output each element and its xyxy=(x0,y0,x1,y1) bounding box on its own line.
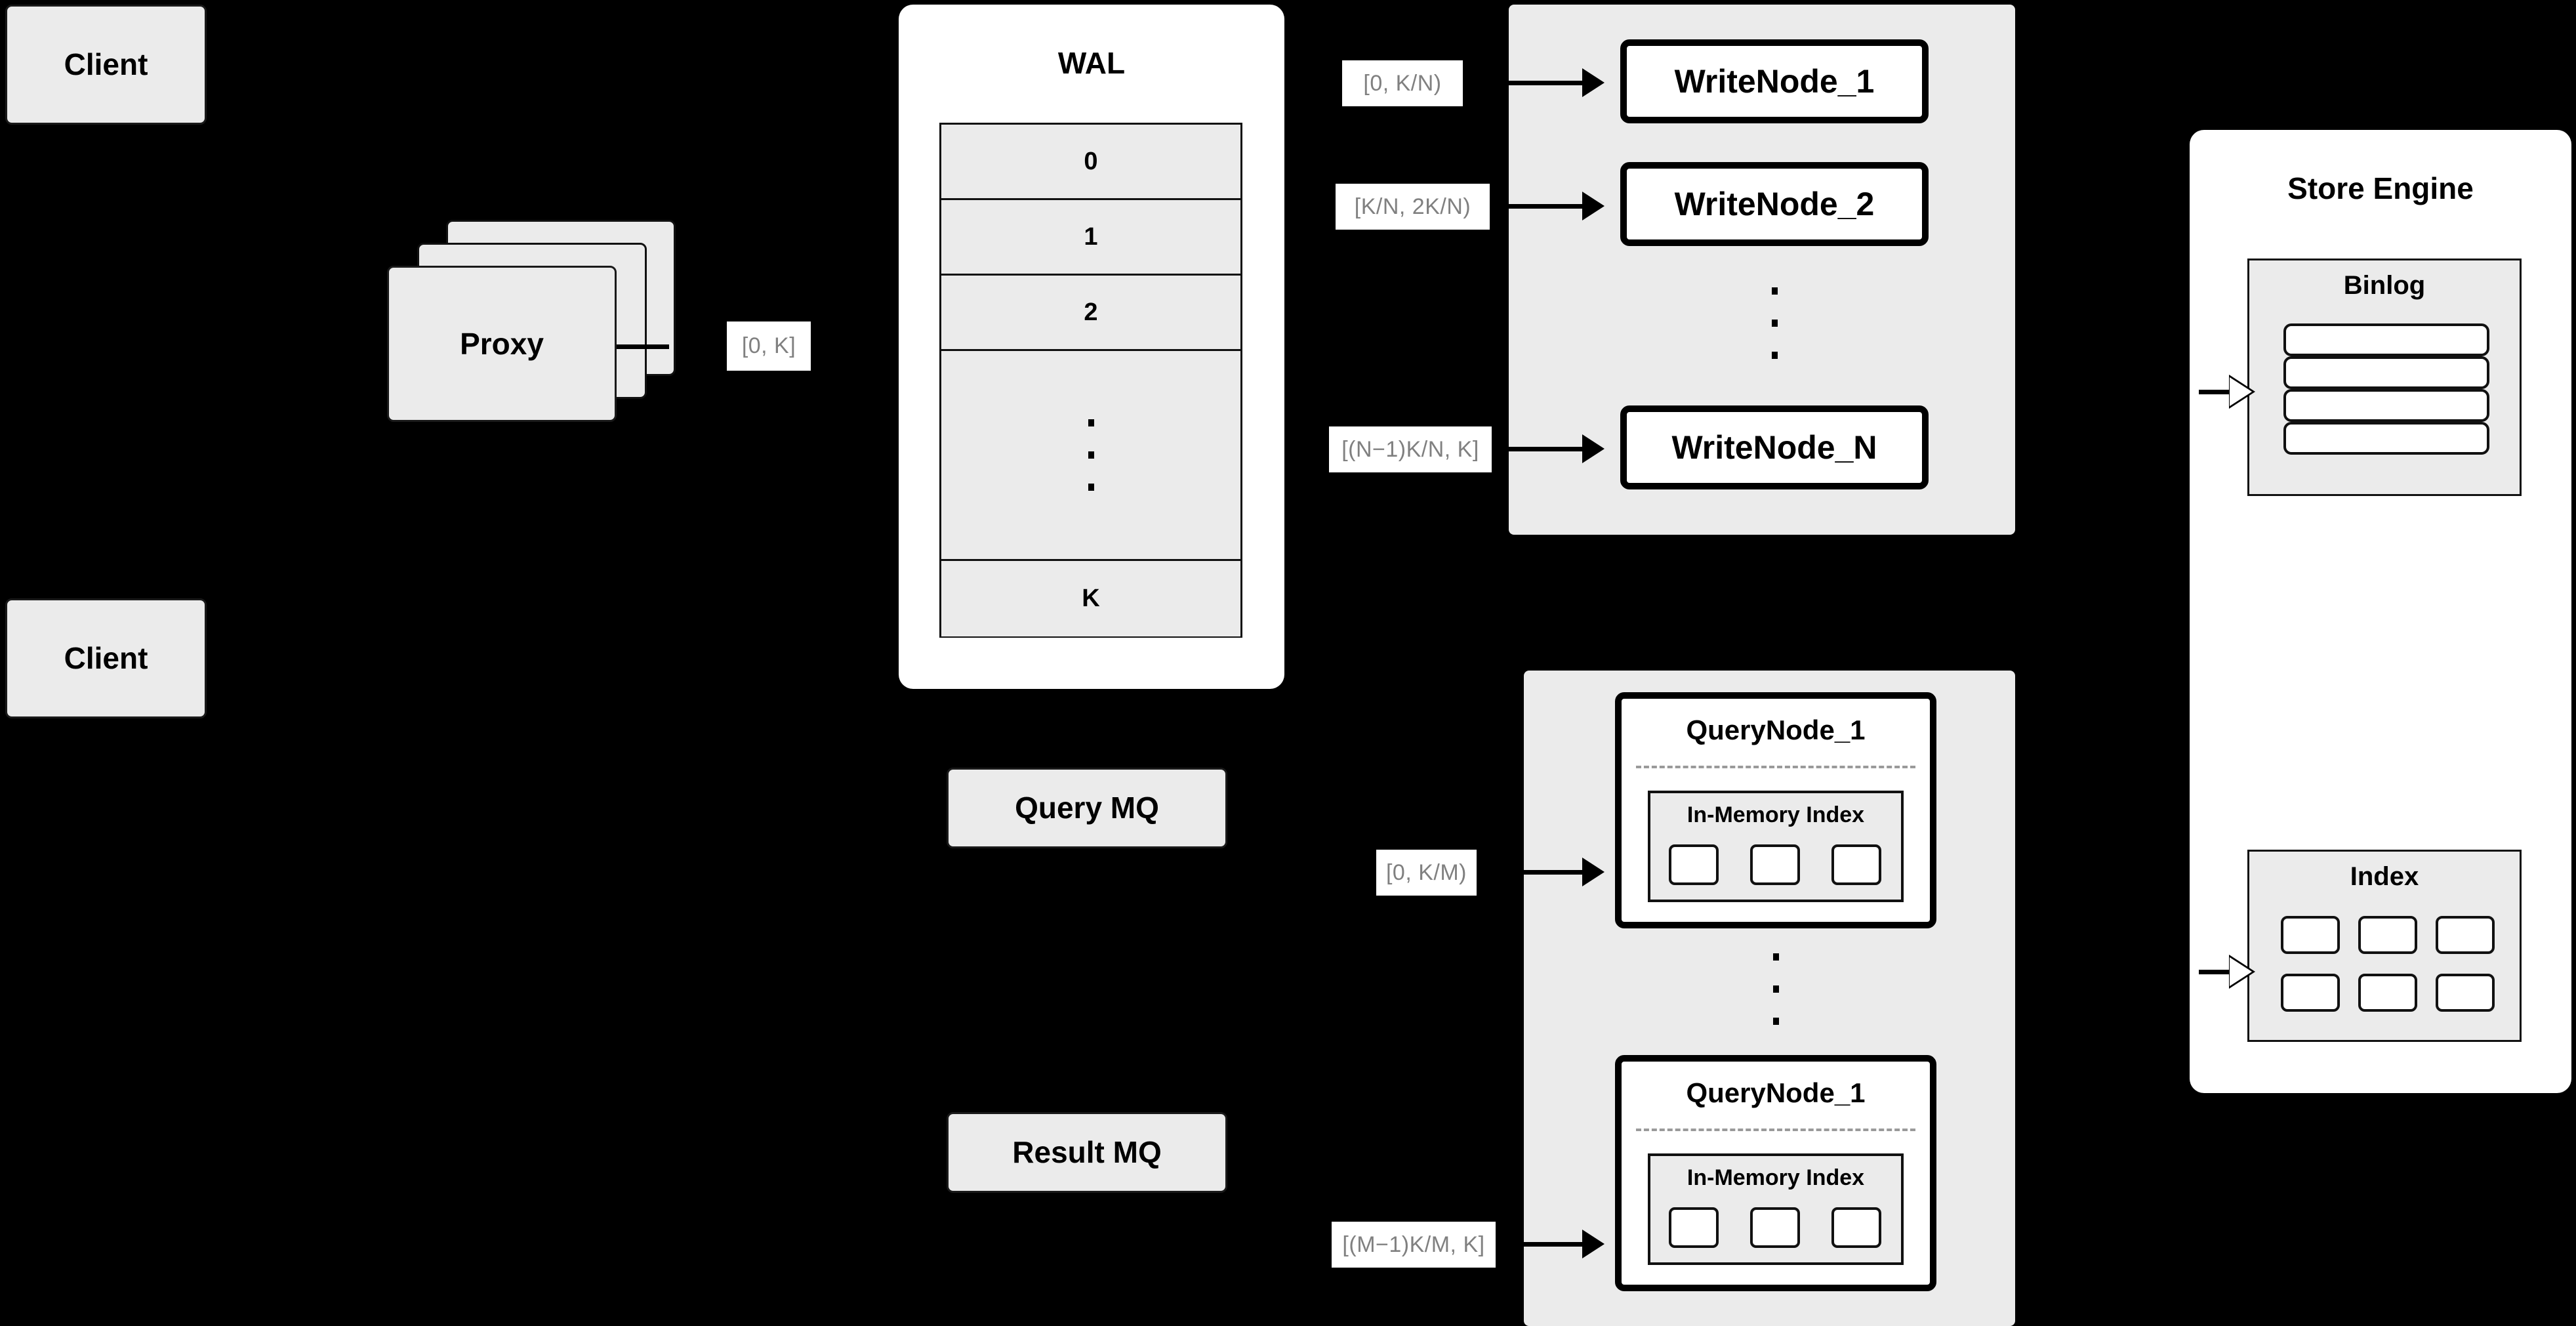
result-mq-node[interactable]: Result MQ xyxy=(947,1112,1227,1193)
binlog-entry-row[interactable] xyxy=(2283,422,2489,455)
arrow-to-binlog xyxy=(2199,390,2238,394)
binlog-entry-row[interactable] xyxy=(2283,389,2489,422)
writenode-2[interactable]: WriteNode_2 xyxy=(1620,162,1929,246)
index-title: Index xyxy=(2350,862,2419,891)
index-cell[interactable] xyxy=(2358,916,2417,954)
index-cell[interactable] xyxy=(1669,1207,1719,1248)
arrow-to-writenode-n xyxy=(1501,447,1589,451)
index-cell[interactable] xyxy=(1831,1207,1881,1248)
vertical-ellipsis-icon xyxy=(1088,419,1094,491)
client-node-2-label: Client xyxy=(64,641,148,676)
result-mq-label: Result MQ xyxy=(1012,1135,1162,1170)
store-engine-title: Store Engine xyxy=(2287,171,2474,205)
wal-row-label: 2 xyxy=(1084,298,1098,326)
arrow-head-querynode-m-icon xyxy=(1582,1230,1605,1258)
store-engine-panel: Store Engine Binlog Index xyxy=(2190,130,2571,1093)
binlog-entry-row[interactable] xyxy=(2283,356,2489,389)
wal-panel: WAL 0 1 2 K xyxy=(899,5,1284,689)
arrow-head-writenode-2-icon xyxy=(1582,192,1605,220)
wal-title: WAL xyxy=(1057,46,1126,80)
query-cluster-ellipsis-icon xyxy=(1766,942,1786,1037)
index-cell[interactable] xyxy=(2436,974,2495,1012)
querynode-1-range-label: [0, K/M) xyxy=(1376,850,1477,896)
index-cell[interactable] xyxy=(2436,916,2495,954)
querynode-1[interactable]: QueryNode_1 In-Memory Index xyxy=(1615,692,1936,928)
wal-entry-table: 0 1 2 K xyxy=(939,123,1242,638)
proxy-node[interactable]: Proxy xyxy=(387,266,617,422)
index-cell[interactable] xyxy=(1831,844,1881,885)
querynode-m-in-memory-index: In-Memory Index xyxy=(1648,1153,1904,1265)
proxy-output-range-label: [0, K] xyxy=(727,321,811,371)
querynode-1-in-memory-index-title: In-Memory Index xyxy=(1687,802,1865,827)
index-group: Index xyxy=(2247,850,2522,1042)
binlog-group: Binlog xyxy=(2247,259,2522,496)
arrow-to-writenode-2 xyxy=(1509,204,1589,209)
arrow-to-querynode-1 xyxy=(1492,870,1589,875)
index-cell[interactable] xyxy=(1750,1207,1800,1248)
writenode-2-range-label: [K/N, 2K/N) xyxy=(1336,184,1490,230)
wal-row[interactable]: K xyxy=(941,561,1240,636)
index-cell[interactable] xyxy=(2281,916,2340,954)
writenode-1-label: WriteNode_1 xyxy=(1674,63,1875,100)
writenode-n-label: WriteNode_N xyxy=(1671,429,1877,466)
index-cell[interactable] xyxy=(2281,974,2340,1012)
querynode-m-range-label: [(M−1)K/M, K] xyxy=(1332,1222,1496,1268)
arrow-head-binlog-icon xyxy=(2230,377,2252,406)
querynode-m-in-memory-index-title: In-Memory Index xyxy=(1687,1165,1865,1190)
wal-row[interactable]: 0 xyxy=(941,125,1240,200)
client-node-1-label: Client xyxy=(64,47,148,82)
client-node-1[interactable]: Client xyxy=(5,5,207,125)
arrow-head-writenode-n-icon xyxy=(1582,434,1605,463)
wal-row[interactable]: 1 xyxy=(941,200,1240,276)
wal-row-label: K xyxy=(1082,585,1100,612)
querynode-m-label: QueryNode_1 xyxy=(1686,1077,1866,1108)
querynode-1-in-memory-index: In-Memory Index xyxy=(1648,791,1904,902)
writenode-n[interactable]: WriteNode_N xyxy=(1620,405,1929,489)
arrow-head-writenode-1-icon xyxy=(1582,68,1605,97)
query-mq-label: Query MQ xyxy=(1015,791,1159,825)
querynode-m[interactable]: QueryNode_1 In-Memory Index xyxy=(1615,1055,1936,1291)
index-cell[interactable] xyxy=(1750,844,1800,885)
binlog-title: Binlog xyxy=(2343,271,2426,300)
arrow-to-writenode-1 xyxy=(1481,81,1589,85)
wal-row-label: 0 xyxy=(1084,147,1098,175)
arrow-to-querynode-m xyxy=(1503,1242,1589,1247)
index-cell[interactable] xyxy=(1669,844,1719,885)
write-cluster-ellipsis-icon xyxy=(1765,276,1784,371)
wal-row-label: 1 xyxy=(1084,222,1098,251)
querynode-m-divider xyxy=(1636,1129,1915,1131)
writenode-2-label: WriteNode_2 xyxy=(1674,186,1875,222)
query-mq-node[interactable]: Query MQ xyxy=(947,768,1227,848)
client-node-2[interactable]: Client xyxy=(5,598,207,718)
arrow-to-index xyxy=(2199,970,2238,974)
writenode-1[interactable]: WriteNode_1 xyxy=(1620,39,1929,123)
binlog-entry-row[interactable] xyxy=(2283,323,2489,356)
arrow-head-querynode-1-icon xyxy=(1582,858,1605,886)
proxy-to-wal-connector xyxy=(617,344,669,349)
wal-row[interactable]: 2 xyxy=(941,276,1240,351)
index-cell[interactable] xyxy=(2358,974,2417,1012)
proxy-node-label: Proxy xyxy=(460,326,544,361)
writenode-1-range-label: [0, K/N) xyxy=(1342,60,1463,106)
querynode-1-label: QueryNode_1 xyxy=(1686,715,1866,745)
arrow-head-index-icon xyxy=(2230,957,2252,986)
querynode-1-divider xyxy=(1636,766,1915,768)
writenode-n-range-label: [(N−1)K/N, K] xyxy=(1329,426,1492,472)
wal-row-ellipsis xyxy=(941,351,1240,561)
